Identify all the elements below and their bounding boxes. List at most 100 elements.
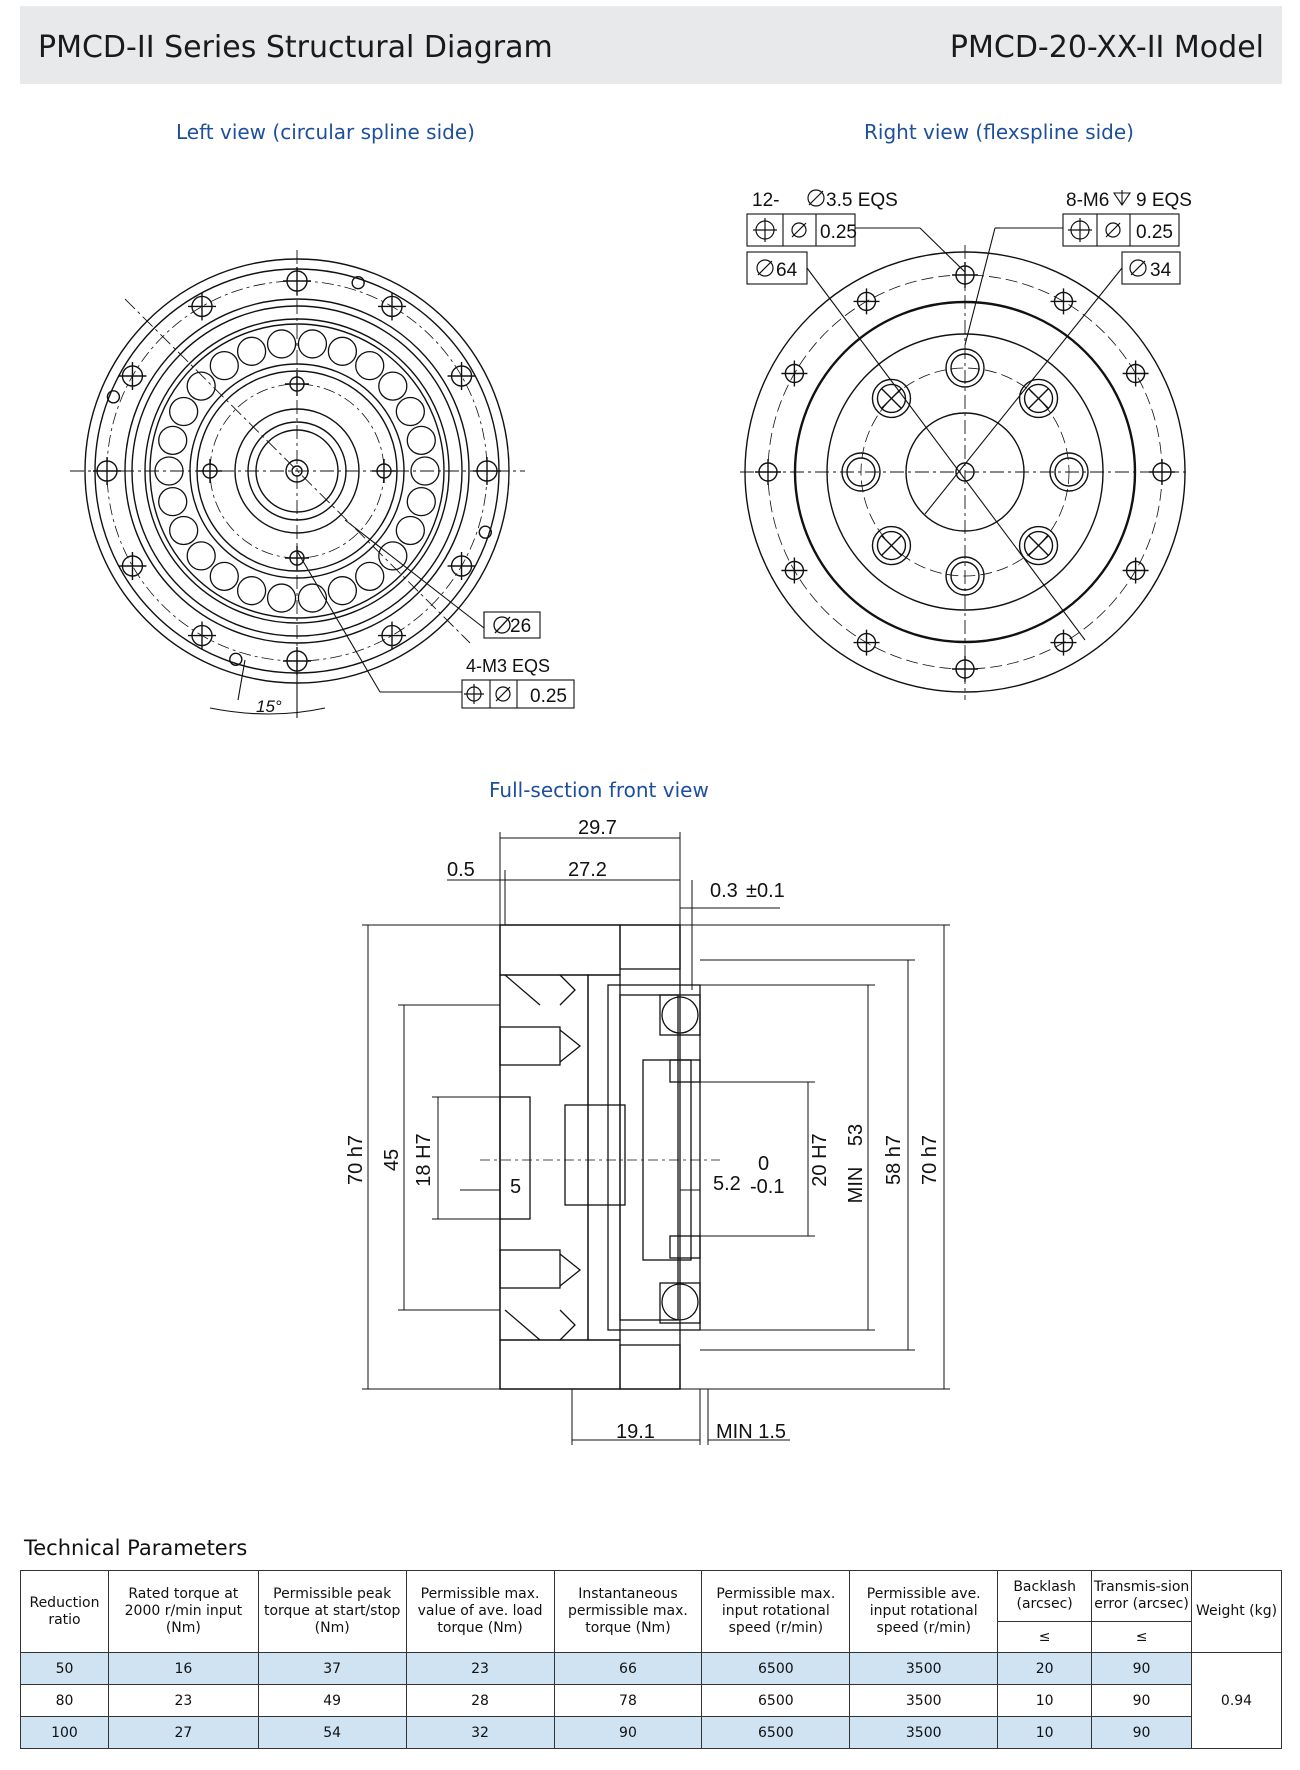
table-cell: 27 [107,1716,259,1749]
roller [169,396,199,427]
right-thread-count: 8-M6 [1066,190,1109,211]
table-cell: 90 [1091,1652,1193,1685]
col-header: Permissible ave. input rotational speed … [849,1570,999,1653]
table-cell: 66 [553,1652,703,1685]
roller [378,541,408,571]
dim-od-left: 70 h7 [345,1135,367,1185]
table-row: 50 16 37 23 66 6500 3500 20 90 0.94 [20,1652,1282,1749]
model-name: PMCD-20-XX-II Model [949,30,1264,65]
right-holes-count: 12- [752,190,779,211]
roller [327,576,358,606]
roller [297,583,328,613]
roller [406,425,436,456]
col-header: Transmis-sion error (arcsec) [1091,1570,1193,1622]
table-cell: 10 [997,1684,1093,1717]
roller [395,515,425,546]
roller [378,371,408,401]
section-view-drawing: 29.7 27.2 0.5 0.3 ±0.1 5 5.2 0 -0.1 19.1… [345,817,950,1445]
dim-shaft-tol-upper: 0 [758,1153,769,1175]
table-cell: 23 [107,1684,259,1717]
dim-overall-length: 29.7 [578,817,617,839]
page-header: PMCD-II Series Structural Diagram PMCD-2… [20,6,1282,84]
dim-step: 5 [510,1176,521,1198]
roller [209,561,239,591]
dim-od-spigot: 58 h7 [883,1135,905,1185]
table-cell: 10 [997,1716,1093,1749]
table-cell: 32 [405,1716,555,1749]
roller [266,583,297,613]
thread-hole [106,390,121,404]
roller [395,396,425,427]
dim-clearance: 0.3 [710,880,738,902]
thread-hole [1018,525,1059,566]
thread-hole [229,652,243,667]
dim-shaft-len: 5.2 [713,1173,741,1195]
dim-min-label: MIN [845,1167,867,1204]
right-tol-right: 0.25 [1136,222,1173,243]
table-cell: 20 [997,1652,1093,1685]
dim-bore-in: 18 H7 [413,1133,435,1186]
table-cell: 90 [1091,1716,1193,1749]
leq-symbol: ≤ [997,1621,1093,1653]
col-header: Rated torque at 2000 r/min input (Nm) [107,1570,259,1653]
thread-hole [478,525,493,539]
roller [406,486,436,517]
table-cell: 54 [257,1716,407,1749]
roller [209,351,239,381]
col-header: Permissible peak torque at start/stop (N… [257,1570,407,1653]
left-view-label: Left view (circular spline side) [176,120,475,144]
right-view-label: Right view (flexspline side) [864,120,1134,144]
params-table: Reduction ratio Rated torque at 2000 r/m… [20,1570,1282,1749]
table-cell: 3500 [849,1716,999,1749]
table-cell: 78 [553,1684,703,1717]
section-view-label: Full-section front view [489,778,709,802]
dim-clearance-tol: ±0.1 [746,880,785,902]
table-cell: 6500 [701,1652,851,1685]
dim-bottom-length: 19.1 [616,1421,655,1443]
col-header: Instantaneous permissible max. torque (N… [553,1570,703,1653]
roller [297,329,328,359]
dim-body-length: 27.2 [568,859,607,881]
table-cell: 3500 [849,1652,999,1685]
left-bore-dim: 26 [510,616,531,637]
roller [186,371,216,401]
thread-hole [871,525,912,566]
roller [266,329,297,359]
table-cell: 28 [405,1684,555,1717]
table-cell: 6500 [701,1716,851,1749]
dim-bottom-min: MIN 1.5 [716,1421,786,1443]
dim-bore-out: 20 H7 [809,1133,831,1186]
table-cell: 90 [553,1716,703,1749]
right-tol-left: 0.25 [820,222,857,243]
col-header: Reduction ratio [20,1570,109,1653]
thread-hole [1018,378,1059,419]
page-title: PMCD-II Series Structural Diagram [38,30,553,65]
roller [355,561,385,591]
roller [158,425,188,456]
right-view-drawing: 12- 3.5 EQS 0.25 64 8-M6 9 EQS 0.25 34 [740,189,1192,700]
dim-bolt-circle: 45 [381,1149,403,1171]
table-cell: 6500 [701,1684,851,1717]
right-holes-size: 3.5 EQS [826,190,898,211]
col-header: Permissible max. value of ave. load torq… [405,1570,555,1653]
table-cell: 49 [257,1684,407,1717]
table-cell: 37 [257,1652,407,1685]
table-cell: 100 [20,1716,109,1749]
table-cell: 80 [20,1684,109,1717]
col-header: Backlash (arcsec) [997,1570,1093,1622]
roller [158,486,188,517]
dim-shaft-tol-lower: -0.1 [750,1176,784,1198]
left-thread-callout: 4-M3 EQS [466,656,550,676]
dim-flange-offset: 0.5 [447,859,475,881]
roller [327,336,358,366]
right-thread-depth: 9 EQS [1136,190,1192,211]
left-tolerance: 0.25 [530,686,567,707]
roller [236,576,267,606]
col-header: Weight (kg) [1191,1570,1282,1653]
table-cell: 16 [107,1652,259,1685]
roller [169,515,199,546]
roller [355,351,385,381]
dim-min-bore: 53 [845,1124,867,1146]
roller [236,336,267,366]
right-pcd-left: 64 [776,260,798,281]
